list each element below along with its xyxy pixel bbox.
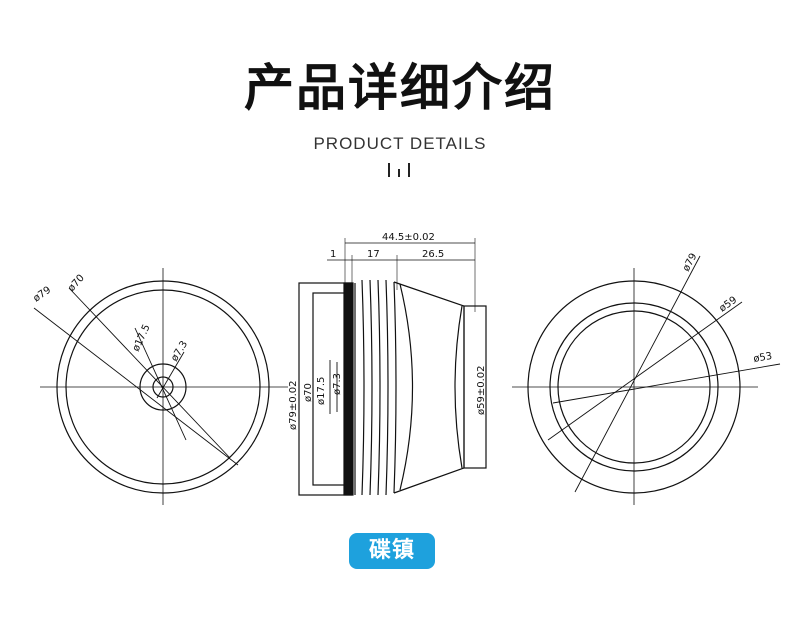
back-view: [512, 255, 781, 505]
leader-d7-3: [156, 351, 185, 399]
label-back-d53: ø53: [753, 351, 773, 365]
label-side-d17-5: ø17.5: [316, 377, 327, 405]
label-seg3: 26.5: [422, 249, 444, 260]
label-side-d70: ø70: [303, 383, 314, 402]
leader-back-d53: [552, 363, 781, 404]
label-seg2: 17: [367, 249, 380, 260]
side-view: [298, 238, 487, 496]
leader-back-d59: [547, 301, 743, 441]
label-side-d7-3: ø7.3: [332, 373, 343, 395]
leader-d70: [68, 287, 231, 459]
side-end-plate: [463, 305, 487, 469]
front-outer-circle: [56, 280, 270, 494]
label-front-d17-5: ø17.5: [131, 323, 153, 353]
product-name-badge: 碟镇: [349, 533, 435, 569]
side-body-curve-left: [399, 283, 414, 491]
side-flange-outer: [298, 282, 354, 496]
back-outer-circle: [527, 280, 741, 494]
label-side-d59: ø59±0.02: [476, 366, 487, 416]
side-flange-band: [343, 282, 353, 496]
back-middle-circle: [549, 302, 719, 472]
side-body-outline: [393, 281, 465, 494]
leader-d17-5: [134, 327, 187, 441]
leader-d79: [33, 307, 239, 466]
divider-mark: [388, 163, 412, 177]
front-view: [33, 268, 288, 505]
page-title: 产品详细介绍: [244, 59, 556, 117]
front-inner-circle: [65, 289, 261, 485]
back-inner-circle: [557, 310, 711, 464]
side-grooves: [354, 279, 397, 496]
front-bore-circle: [152, 376, 174, 398]
label-seg1: 1: [330, 249, 336, 260]
side-body-curve-right: [454, 305, 463, 469]
page-subtitle: PRODUCT DETAILS: [313, 134, 487, 153]
label-side-d79: ø79±0.02: [288, 381, 299, 431]
label-front-d70: ø70: [66, 273, 87, 294]
label-front-d79: ø79: [31, 285, 53, 305]
label-front-d7-3: ø7.3: [169, 339, 190, 364]
front-hub-circle: [139, 363, 187, 411]
leader-back-d79: [574, 255, 701, 493]
label-total-length: 44.5±0.02: [382, 232, 435, 243]
